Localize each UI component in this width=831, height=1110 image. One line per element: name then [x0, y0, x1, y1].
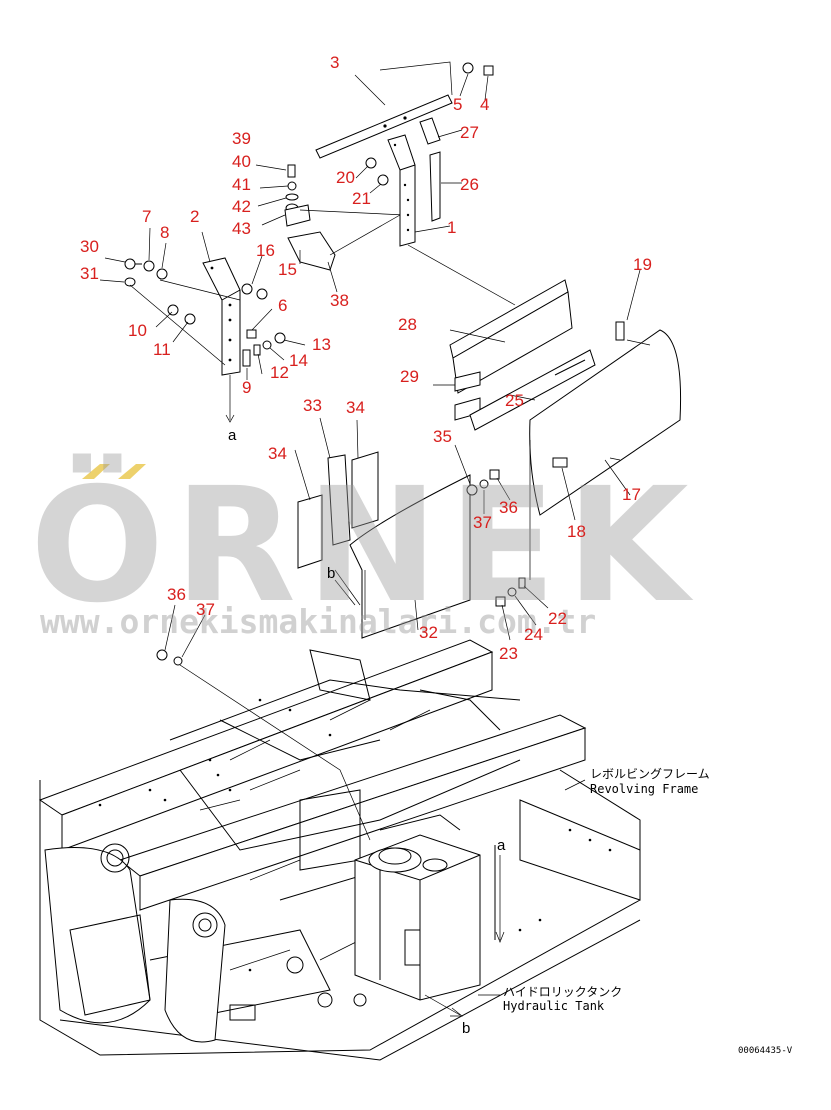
reference-arrows — [334, 579, 505, 1017]
middle-cover-panels — [156, 417, 549, 841]
callout: 33 — [303, 396, 322, 415]
callout: 7 — [142, 207, 151, 226]
callout: 25 — [505, 391, 524, 410]
callout: 4 — [480, 95, 489, 114]
callout: 15 — [278, 260, 297, 279]
callout: 17 — [622, 485, 641, 504]
callout: 29 — [400, 367, 419, 386]
callout: 23 — [499, 644, 518, 663]
callout: 13 — [312, 335, 331, 354]
callout: 11 — [153, 340, 171, 359]
callout: 38 — [330, 291, 349, 310]
ref-letter-a-top: a — [228, 427, 237, 444]
hydraulic-tank-drawing — [354, 814, 496, 1001]
callout: 40 — [232, 152, 251, 171]
callout: 30 — [80, 237, 99, 256]
callout: 5 — [453, 95, 462, 114]
callout: 12 — [270, 363, 289, 382]
right-cover-panels — [433, 269, 682, 521]
callout: 28 — [398, 315, 417, 334]
callout: 18 — [567, 522, 586, 541]
watermark-brand: ÖRNEK — [30, 452, 699, 638]
callout: 22 — [548, 609, 567, 628]
drawing-number: 00064435-V — [738, 1046, 793, 1056]
top-bar-and-post — [315, 61, 516, 306]
callout: 34 — [346, 398, 365, 417]
callout: 24 — [524, 625, 543, 644]
callout: 32 — [419, 623, 438, 642]
callout: 37 — [473, 513, 492, 532]
callout: 16 — [256, 241, 275, 260]
ref-letter-a-bottom: a — [497, 837, 506, 854]
reference-letters: a b a b — [228, 427, 506, 1037]
left-bracket-assembly — [99, 164, 406, 423]
callout: 31 — [80, 264, 99, 283]
callout-numbers: 1 2 3 4 5 6 7 8 9 10 11 12 13 14 15 16 1… — [80, 53, 652, 663]
callout: 35 — [433, 427, 452, 446]
hydraulic-tank-label-en: Hydraulic Tank — [503, 999, 605, 1013]
callout: 10 — [128, 321, 147, 340]
callout: 41 — [232, 175, 251, 194]
callout: 26 — [460, 175, 479, 194]
watermark-url: www.ornekismakinalari.com.tr — [40, 602, 596, 641]
callout: 14 — [289, 351, 308, 370]
callout: 19 — [633, 255, 652, 274]
callout: 37 — [196, 600, 215, 619]
callout: 6 — [278, 296, 287, 315]
callout: 9 — [242, 378, 251, 397]
ref-letter-b-top: b — [327, 565, 335, 582]
callout: 36 — [167, 585, 186, 604]
callout: 8 — [160, 223, 169, 242]
callout: 34 — [268, 444, 287, 463]
callout: 39 — [232, 129, 251, 148]
watermark-accent-dot-left — [82, 464, 110, 479]
callout: 2 — [190, 207, 199, 226]
revolving-frame-label-en: Revolving Frame — [590, 782, 698, 796]
callout: 43 — [232, 219, 251, 238]
captions: レボルビングフレーム Revolving Frame ハイドロリックタンク Hy… — [478, 767, 793, 1056]
callout: 36 — [499, 498, 518, 517]
callout: 1 — [447, 218, 456, 237]
callout: 42 — [232, 197, 251, 216]
callout: 3 — [330, 53, 339, 72]
revolving-frame-label-jp: レボルビングフレーム — [590, 767, 710, 781]
ref-letter-b-bottom: b — [462, 1020, 470, 1037]
watermark: ÖRNEK www.ornekismakinalari.com.tr — [30, 452, 699, 641]
hydraulic-tank-label-jp: ハイドロリックタンク — [503, 985, 622, 999]
revolving-frame-drawing — [38, 639, 641, 1061]
watermark-accent-dot-right — [118, 464, 146, 479]
callout: 21 — [352, 189, 371, 208]
callout: 27 — [460, 123, 479, 142]
callout: 20 — [336, 168, 355, 187]
